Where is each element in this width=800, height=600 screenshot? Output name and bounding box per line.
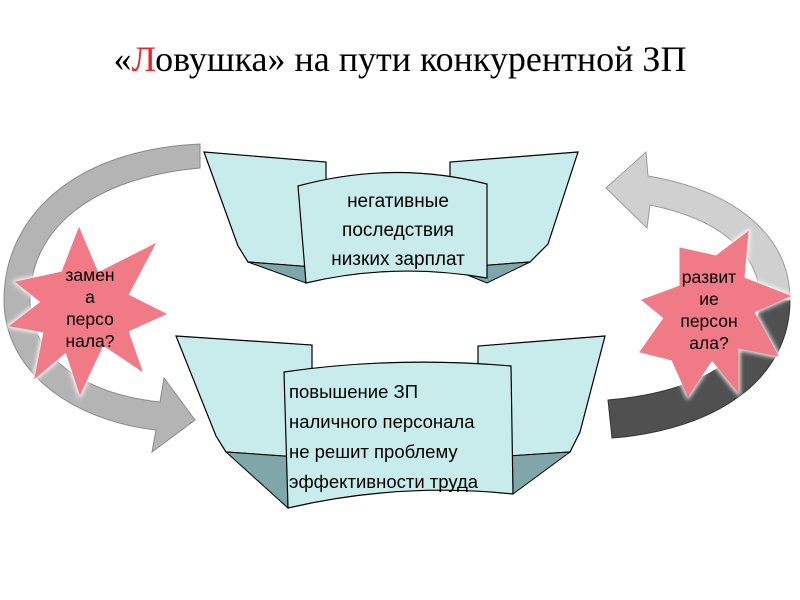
top-banner <box>203 151 579 284</box>
bottom-banner-line: эффективности труда <box>289 471 479 492</box>
bottom-banner-center <box>283 361 514 509</box>
right-star-line: ие <box>699 289 719 309</box>
bottom-banner-line: повышение ЗП <box>289 381 419 402</box>
top-banner-center <box>297 171 488 284</box>
left-curved-arrow <box>3 143 201 454</box>
bottom-banner-line: наличного персонала <box>289 411 475 432</box>
left-star-line: замен <box>65 265 115 285</box>
left-star-line: а <box>85 287 95 307</box>
right-star-line: развит <box>681 267 737 287</box>
left-star-line: персо <box>66 309 114 329</box>
slide-title: «Ловушка» на пути конкурентной ЗП <box>0 38 800 80</box>
top-banner-text: негативные последствия низких зарплат <box>308 187 488 274</box>
left-star-text: замен а персо нала? <box>50 264 130 352</box>
top-banner-line: низких зарплат <box>331 249 465 270</box>
title-rest: овушка» на пути конкурентной ЗП <box>155 39 687 79</box>
left-star <box>8 226 168 396</box>
right-star-burst <box>636 227 796 401</box>
right-star-text: развит ие персон ала? <box>668 266 750 354</box>
left-star-burst <box>5 222 171 400</box>
right-star <box>639 230 792 398</box>
left-arrow-body <box>3 143 201 454</box>
top-banner-line: последствия <box>342 220 454 241</box>
bottom-banner-text: повышение ЗП наличного персонала не реши… <box>289 377 515 497</box>
right-star-line: персон <box>680 311 738 331</box>
title-open-quote: « <box>113 39 132 79</box>
bottom-banner <box>175 335 606 509</box>
right-star-line: ала? <box>689 333 729 353</box>
title-accent-letter: Л <box>131 39 156 79</box>
top-banner-line: негативные <box>347 191 449 212</box>
bottom-banner-line: не решит проблему <box>289 441 458 462</box>
left-star-line: нала? <box>65 331 115 351</box>
